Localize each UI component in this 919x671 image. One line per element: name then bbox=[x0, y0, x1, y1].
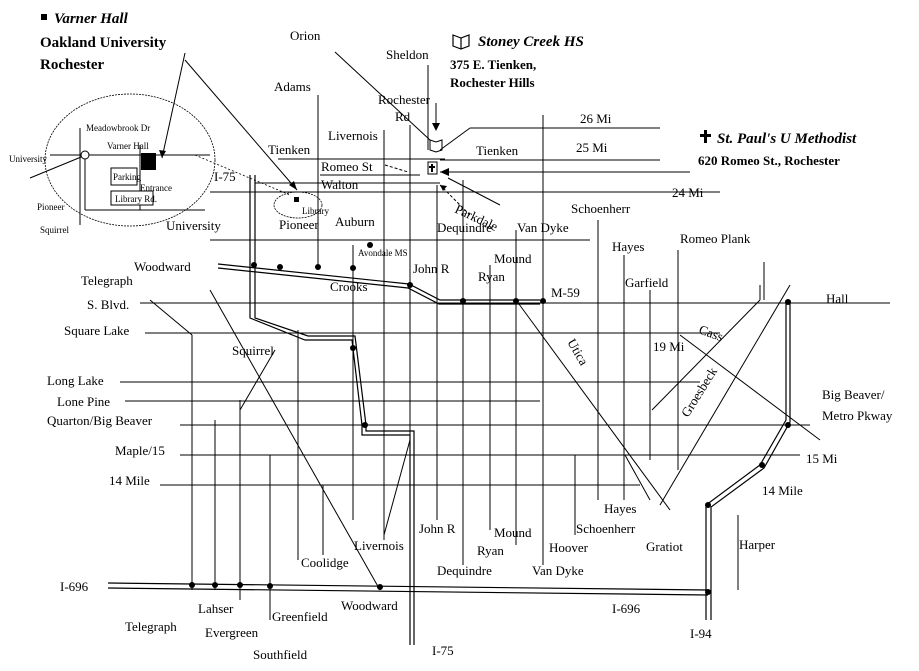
label-s-blvd: S. Blvd. bbox=[87, 297, 129, 312]
label-garfield: Garfield bbox=[625, 275, 669, 290]
label-lone-pine: Lone Pine bbox=[57, 394, 110, 409]
label-adams: Adams bbox=[274, 79, 311, 94]
label-coolidge: Coolidge bbox=[301, 555, 349, 570]
label-25-mi: 25 Mi bbox=[576, 140, 608, 155]
label-greenfield: Greenfield bbox=[272, 609, 328, 624]
inset-entrance: Entrance bbox=[140, 183, 172, 193]
label-walton: Walton bbox=[321, 177, 359, 192]
stoney-creek-addr1: 375 E. Tienken, bbox=[450, 57, 536, 72]
label-dequindre-n: Dequindre bbox=[437, 220, 492, 235]
cross-icon bbox=[700, 130, 711, 143]
label-hayes-n: Hayes bbox=[612, 239, 645, 254]
label-auburn: Auburn bbox=[335, 214, 375, 229]
label-hayes-s: Hayes bbox=[604, 501, 637, 516]
varner-line2: Oakland University bbox=[40, 35, 167, 51]
inset-pioneer: Pioneer bbox=[37, 202, 65, 212]
label-groesbeck: Groesbeck bbox=[678, 364, 720, 420]
label-livernois-n: Livernois bbox=[328, 128, 378, 143]
stoney-creek-title: Stoney Creek HS bbox=[478, 34, 584, 50]
label-southfield: Southfield bbox=[253, 647, 308, 662]
inset-library-rd: Library Rd. bbox=[115, 194, 157, 204]
label-gratiot: Gratiot bbox=[646, 539, 683, 554]
label-i75-s: I-75 bbox=[432, 643, 454, 658]
label-lahser: Lahser bbox=[198, 601, 234, 616]
label-crooks: Crooks bbox=[330, 279, 368, 294]
label-rochester-rd-2: Rd bbox=[395, 109, 411, 124]
varner-bullet-icon bbox=[41, 14, 47, 20]
north-south-roads bbox=[239, 65, 739, 620]
label-19-mi: 19 Mi bbox=[653, 339, 685, 354]
label-van-dyke-s: Van Dyke bbox=[532, 563, 584, 578]
label-i696-w: I-696 bbox=[60, 579, 89, 594]
label-john-r-n: John R bbox=[413, 261, 450, 276]
label-long-lake: Long Lake bbox=[47, 373, 104, 388]
label-harper: Harper bbox=[739, 537, 776, 552]
diagonal-roads bbox=[149, 51, 821, 591]
label-big-beaver-1: Big Beaver/ bbox=[822, 387, 885, 402]
varner-hall-title: Varner Hall bbox=[54, 11, 129, 27]
varner-line3: Rochester bbox=[40, 57, 104, 73]
label-mound-n: Mound bbox=[494, 251, 532, 266]
label-hoover: Hoover bbox=[549, 540, 589, 555]
label-maple: Maple/15 bbox=[115, 443, 165, 458]
interchange-dots bbox=[189, 242, 791, 595]
label-woodward-s: Woodward bbox=[341, 598, 398, 613]
label-university: University bbox=[166, 218, 221, 233]
inset-varner-hall: Varner Hall bbox=[107, 141, 149, 151]
label-26-mi: 26 Mi bbox=[580, 111, 612, 126]
label-romeo-st: Romeo St bbox=[321, 159, 373, 174]
label-14-mile-w: 14 Mile bbox=[109, 473, 150, 488]
label-ryan-n: Ryan bbox=[478, 269, 505, 284]
label-john-r-s: John R bbox=[419, 521, 456, 536]
label-woodward-n: Woodward bbox=[134, 259, 191, 274]
book-icon bbox=[452, 34, 470, 50]
label-i75-n: I-75 bbox=[214, 169, 236, 184]
label-square-lake: Square Lake bbox=[64, 323, 130, 338]
label-mound-s: Mound bbox=[494, 525, 532, 540]
st-pauls-addr: 620 Romeo St., Rochester bbox=[698, 153, 840, 168]
label-romeo-plank: Romeo Plank bbox=[680, 231, 751, 246]
label-telegraph-n: Telegraph bbox=[81, 273, 133, 288]
label-15-mi: 15 Mi bbox=[806, 451, 838, 466]
label-cass: Cass bbox=[697, 322, 725, 344]
label-i696-e: I-696 bbox=[612, 601, 641, 616]
church-marker-icon bbox=[427, 161, 438, 175]
label-i94: I-94 bbox=[690, 626, 712, 641]
label-14-mile-e: 14 Mile bbox=[762, 483, 803, 498]
label-evergreen: Evergreen bbox=[205, 625, 259, 640]
inset-parking: Parking bbox=[113, 172, 141, 182]
label-quarton: Quarton/Big Beaver bbox=[47, 413, 153, 428]
label-schoenherr-n: Schoenherr bbox=[571, 201, 631, 216]
label-sheldon: Sheldon bbox=[386, 47, 429, 62]
label-schoenherr-s: Schoenherr bbox=[576, 521, 636, 536]
stoney-creek-marker-icon bbox=[429, 139, 443, 153]
label-tienken-e: Tienken bbox=[476, 143, 519, 158]
library-label: Library bbox=[302, 206, 329, 216]
label-tienken-w: Tienken bbox=[268, 142, 311, 157]
label-rochester-rd-1: Rochester bbox=[378, 92, 431, 107]
st-pauls-title: St. Paul's U Methodist bbox=[717, 131, 857, 147]
label-van-dyke-n: Van Dyke bbox=[517, 220, 569, 235]
label-ryan-s: Ryan bbox=[477, 543, 504, 558]
inset-meadowbrook: Meadowbrook Dr bbox=[86, 123, 150, 133]
label-dequindre-s: Dequindre bbox=[437, 563, 492, 578]
stoney-creek-addr2: Rochester Hills bbox=[450, 75, 535, 90]
label-squirrel: Squirrel bbox=[232, 343, 274, 358]
label-livernois-s: Livernois bbox=[354, 538, 404, 553]
label-telegraph-s: Telegraph bbox=[125, 619, 177, 634]
inset-squirrel: Squirrel bbox=[40, 225, 69, 235]
label-pioneer: Pioneer bbox=[279, 217, 319, 232]
label-hall: Hall bbox=[826, 291, 849, 306]
label-24-mi: 24 Mi bbox=[672, 185, 704, 200]
label-m59: M-59 bbox=[551, 285, 580, 300]
label-avondale: Avondale MS bbox=[358, 248, 408, 258]
inset-university: University bbox=[9, 154, 47, 164]
label-big-beaver-2: Metro Pkway bbox=[822, 408, 893, 423]
label-utica: Utica bbox=[564, 336, 591, 368]
label-orion: Orion bbox=[290, 28, 321, 43]
campus-inset: Meadowbrook Dr Varner Hall University Pa… bbox=[9, 93, 216, 235]
